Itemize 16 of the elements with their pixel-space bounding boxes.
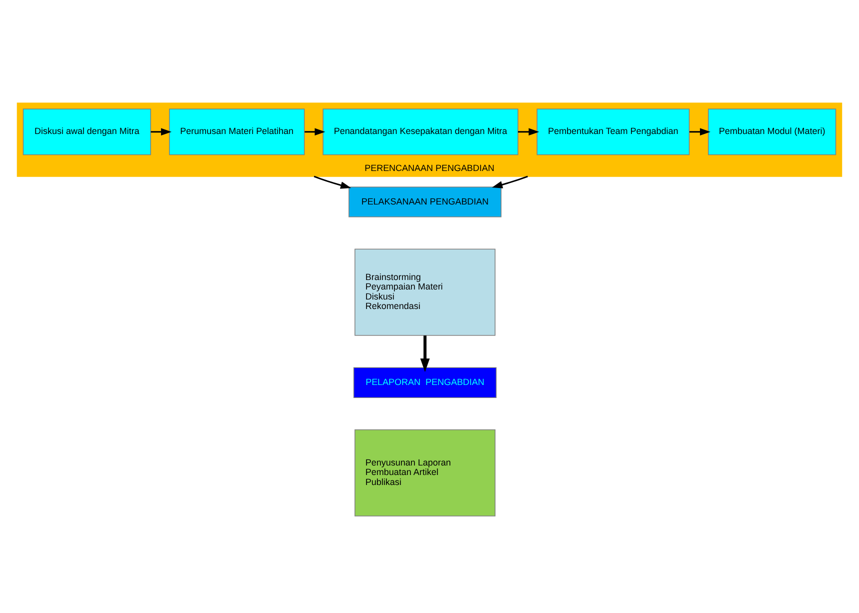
arrow [518,128,540,136]
arrow [492,176,528,188]
node-box: Penyusunan Laporan Pembuatan Artikel Publikasi [354,429,496,516]
node-box: Brainstorming Peyampaian Materi Diskusi Rekomendasi [354,248,496,336]
node-box: Perumusan Materi Pelatihan [169,108,305,156]
node-box: Pembentukan Team Pengabdian [536,108,690,156]
arrow [314,176,352,189]
node-box: PELAPORAN PENGABDIAN [353,367,497,398]
arrow [690,128,710,136]
arrow [150,128,172,136]
node-box: Diskusi awal dengan Mitra [22,108,152,156]
arrow [304,128,326,136]
node-box: Pembuatan Modul (Materi) [708,108,836,156]
arrow [420,336,430,372]
node-box: Penandatangan Kesepakatan dengan Mitra [322,108,518,156]
node-box: PELAKSANAAN PENGABDIAN [348,186,502,218]
